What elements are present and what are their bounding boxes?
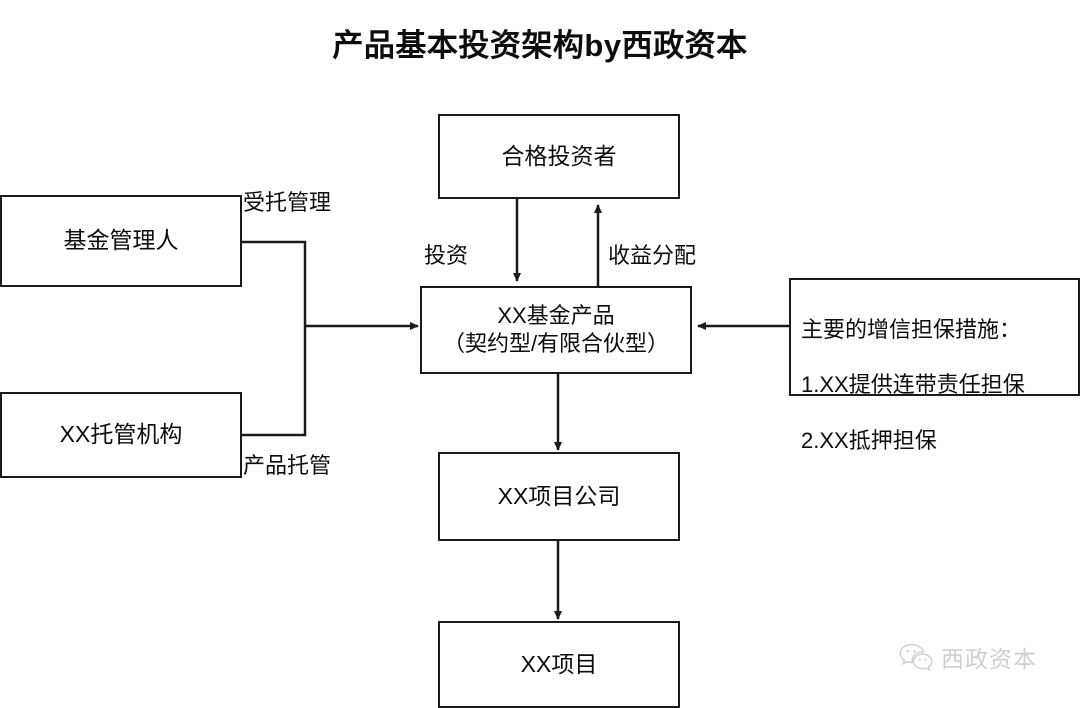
connector-custodian-to-bus bbox=[240, 326, 307, 437]
credit-enhancement-item-2: 2.XX抵押担保 bbox=[801, 427, 937, 453]
node-custodian[interactable]: XX托管机构 bbox=[0, 392, 242, 478]
page-title: 产品基本投资架构by西政资本 bbox=[332, 28, 748, 63]
connector-fund-manager-to-bus bbox=[240, 240, 307, 326]
credit-enhancement-item-1: 1.XX提供连带责任担保 bbox=[801, 372, 1025, 398]
credit-enhancement-heading: 主要的增信担保措施： bbox=[801, 316, 1022, 342]
node-project-company-label: XX项目公司 bbox=[497, 482, 621, 509]
edge-label-income-distribution: 收益分配 bbox=[608, 243, 697, 268]
node-custodian-label: XX托管机构 bbox=[59, 421, 183, 448]
node-fund-product-label: XX基金产品 （契约型/有限合伙型） bbox=[442, 302, 670, 356]
node-credit-enhancement[interactable]: 主要的增信担保措施： 1.XX提供连带责任担保 2.XX抵押担保 bbox=[789, 278, 1080, 453]
wechat-icon bbox=[899, 643, 933, 671]
edge-label-entrusted-management: 受托管理 bbox=[243, 190, 332, 215]
node-project[interactable]: XX项目 bbox=[438, 621, 680, 708]
node-fund-manager[interactable]: 基金管理人 bbox=[0, 195, 242, 287]
node-qualified-investor-label: 合格投资者 bbox=[501, 142, 617, 169]
edge-label-product-custody: 产品托管 bbox=[243, 453, 332, 478]
node-fund-manager-label: 基金管理人 bbox=[63, 227, 179, 254]
node-project-label: XX项目 bbox=[520, 650, 598, 677]
watermark: 西政资本 bbox=[899, 640, 1037, 674]
node-fund-product[interactable]: XX基金产品 （契约型/有限合伙型） bbox=[420, 286, 692, 374]
node-qualified-investor[interactable]: 合格投资者 bbox=[438, 114, 680, 199]
watermark-text: 西政资本 bbox=[941, 646, 1037, 672]
node-project-company[interactable]: XX项目公司 bbox=[438, 452, 680, 541]
edge-label-investment: 投资 bbox=[424, 243, 469, 268]
